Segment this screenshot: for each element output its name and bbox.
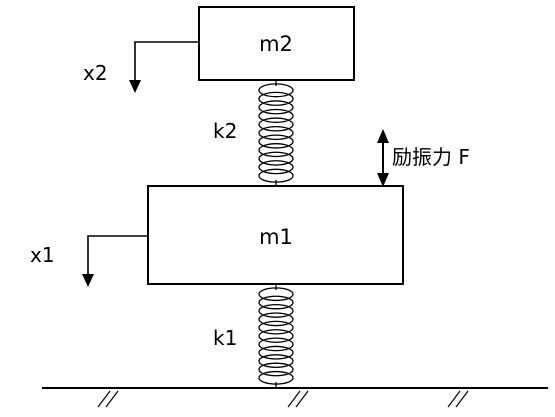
- mass-m1: m1: [147, 185, 404, 285]
- spring-k1-label: k1: [213, 326, 237, 350]
- displacement-x1-arrowhead: [82, 274, 94, 287]
- displacement-x2: x2: [83, 41, 199, 93]
- mass-m2: m2: [198, 6, 355, 81]
- displacement-x2-label: x2: [83, 61, 108, 85]
- ground-hatch-right: [447, 390, 469, 408]
- mass-m2-label: m2: [259, 32, 293, 56]
- mass-m2-block: [198, 6, 355, 81]
- displacement-x2-arrowhead: [129, 80, 141, 93]
- displacement-x1-label: x1: [30, 243, 55, 267]
- mass-m1-label: m1: [259, 225, 293, 249]
- ground-hatch-center: [287, 390, 309, 408]
- excitation-force-label: 励振力 F: [392, 145, 470, 169]
- displacement-x2-arrow: [134, 41, 199, 88]
- ground: [42, 387, 548, 408]
- spring-k2: k2: [213, 80, 294, 186]
- spring-k1: k1: [213, 284, 294, 388]
- excitation-force-arrowhead-up: [377, 129, 389, 143]
- spring-k1-coil: [258, 284, 294, 388]
- excitation-force-arrowhead-down: [377, 173, 389, 187]
- ground-hatch-left: [97, 390, 119, 408]
- displacement-x1: x1: [30, 235, 148, 287]
- spring-k2-label: k2: [213, 119, 237, 143]
- displacement-x1-arrow: [87, 235, 148, 282]
- excitation-force: 励振力 F: [377, 129, 470, 187]
- spring-k2-coil: [258, 80, 294, 186]
- mass-m1-block: [147, 185, 404, 285]
